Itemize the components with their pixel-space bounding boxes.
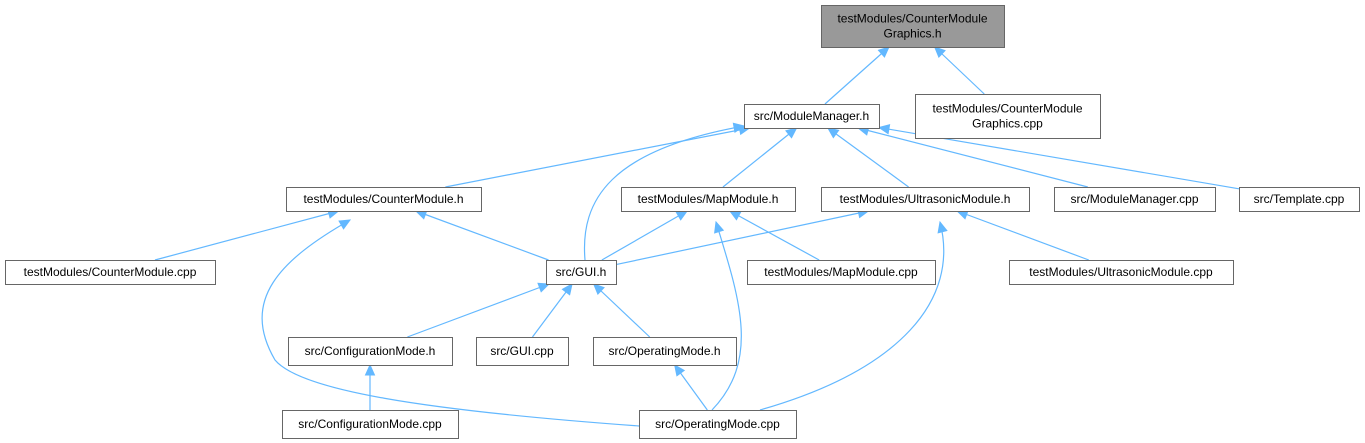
node-label-line: testModules/UltrasonicModule.cpp <box>1029 265 1213 279</box>
node-label-line: testModules/UltrasonicModule.h <box>840 192 1011 206</box>
node-label-line: src/OperatingMode.h <box>608 344 720 358</box>
node-label-line: src/Template.cpp <box>1254 192 1345 206</box>
nodes-layer: testModules/CounterModuleGraphics.hsrc/M… <box>5 5 1360 439</box>
node-box <box>1054 187 1216 212</box>
edge-us_h-to-mm_h <box>826 127 909 188</box>
node-map-h[interactable]: testModules/MapModule.h <box>621 187 796 212</box>
node-box <box>821 5 1005 48</box>
node-box <box>282 410 459 439</box>
node-label-line: testModules/MapModule.h <box>638 192 779 206</box>
node-box <box>821 187 1030 212</box>
node-box <box>288 337 453 366</box>
edge-op_cpp-to-us_h <box>759 220 948 411</box>
node-label-line: src/ModuleManager.cpp <box>1070 192 1198 206</box>
node-label-line: testModules/CounterModule <box>932 102 1082 116</box>
edge-cfg_h-to-gui_h <box>407 282 551 338</box>
node-label-line: src/GUI.h <box>556 265 607 279</box>
node-cfg-h[interactable]: src/ConfigurationMode.h <box>288 337 453 366</box>
node-label-line: testModules/CounterModule.cpp <box>24 265 197 279</box>
node-box <box>286 187 482 212</box>
edge-map_cpp-to-map_h <box>728 210 820 261</box>
node-label-line: testModules/MapModule.cpp <box>764 265 918 279</box>
node-box <box>546 260 617 285</box>
node-gui-cpp[interactable]: src/GUI.cpp <box>476 337 569 366</box>
edge-gui_h-to-cm_h <box>414 209 549 261</box>
node-box <box>747 260 936 285</box>
edge-op_cpp-to-cm_h <box>261 219 640 427</box>
node-op-h[interactable]: src/OperatingMode.h <box>593 337 737 366</box>
node-op-cpp[interactable]: src/OperatingMode.cpp <box>639 410 797 439</box>
node-label-line: testModules/CounterModule.h <box>303 192 463 206</box>
edge-gui_h-to-mm_h <box>583 122 746 261</box>
node-us-h[interactable]: testModules/UltrasonicModule.h <box>821 187 1030 212</box>
edge-op_cpp-to-op_h <box>673 364 708 411</box>
edge-op_h-to-gui_h <box>592 283 651 338</box>
node-cm-cpp[interactable]: testModules/CounterModule.cpp <box>5 260 216 285</box>
node-box <box>744 104 880 129</box>
node-box <box>621 187 796 212</box>
node-label-line: src/GUI.cpp <box>490 344 554 358</box>
node-label-line: src/ModuleManager.h <box>754 109 869 123</box>
node-box <box>5 260 216 285</box>
edge-map_h-to-mm_h <box>722 127 798 188</box>
node-box <box>639 410 797 439</box>
node-map-cpp[interactable]: testModules/MapModule.cpp <box>747 260 936 285</box>
node-label-line: src/ConfigurationMode.cpp <box>298 417 442 431</box>
node-box <box>1009 260 1234 285</box>
node-label-line: src/OperatingMode.cpp <box>655 417 780 431</box>
node-label-line: testModules/CounterModule <box>837 12 987 26</box>
node-label-line: Graphics.cpp <box>972 117 1043 131</box>
node-gui-h[interactable]: src/GUI.h <box>546 260 617 285</box>
node-box <box>476 337 569 366</box>
node-tpl-cpp[interactable]: src/Template.cpp <box>1239 187 1360 212</box>
edge-cm_cpp-to-cm_h <box>154 208 340 261</box>
edge-cfg_cpp-to-cfg_h <box>364 363 376 410</box>
node-label-line: Graphics.h <box>883 27 941 41</box>
node-mm-h[interactable]: src/ModuleManager.h <box>744 104 880 129</box>
edge-cmg_cpp-to-cmg_h <box>933 46 985 95</box>
edge-op_cpp-to-map_h <box>711 220 742 411</box>
node-mm-cpp[interactable]: src/ModuleManager.cpp <box>1054 187 1216 212</box>
edges-layer <box>154 46 1240 427</box>
node-cm-h[interactable]: testModules/CounterModule.h <box>286 187 482 212</box>
node-label-line: src/ConfigurationMode.h <box>305 344 436 358</box>
edge-us_cpp-to-us_h <box>956 209 1089 261</box>
node-cfg-cpp[interactable]: src/ConfigurationMode.cpp <box>282 410 459 439</box>
node-box <box>593 337 737 366</box>
edge-gui_h-to-us_h <box>615 208 870 266</box>
node-box <box>1239 187 1360 212</box>
node-box <box>915 94 1101 139</box>
edge-gui_cpp-to-gui_h <box>531 283 573 338</box>
edge-mm_h-to-cmg_h <box>824 46 890 105</box>
node-us-cpp[interactable]: testModules/UltrasonicModule.cpp <box>1009 260 1234 285</box>
